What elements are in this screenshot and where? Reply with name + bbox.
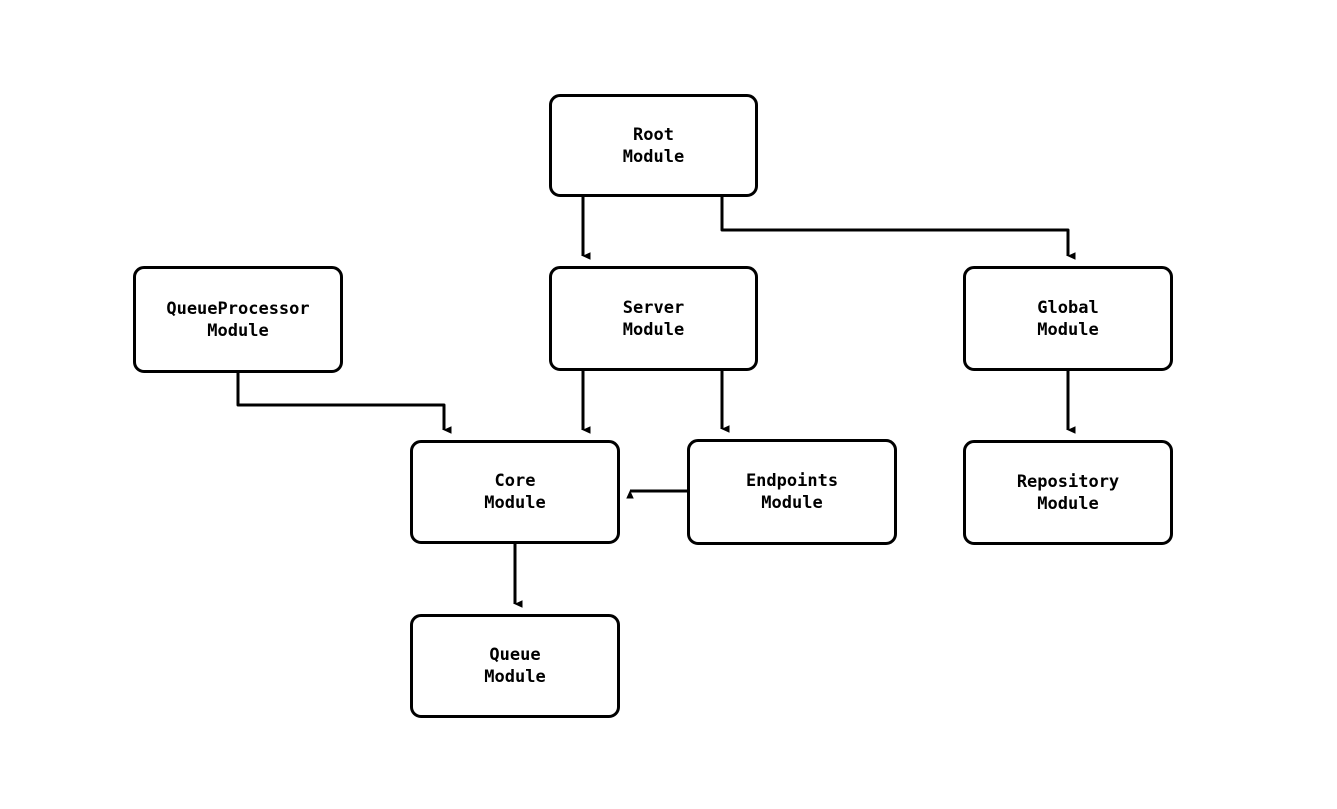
node-core-module-line2: Module bbox=[484, 493, 546, 513]
node-repository-module-line2: Module bbox=[1037, 493, 1099, 514]
node-endpoints-module[interactable]: Endpoints Module bbox=[687, 439, 897, 545]
node-queueprocessor-module[interactable]: QueueProcessor Module bbox=[133, 266, 343, 373]
node-global-module-line2: Module bbox=[1037, 319, 1099, 340]
node-queue-module-line2: Module bbox=[484, 667, 546, 687]
node-queue-module[interactable]: Queue Module bbox=[410, 614, 620, 718]
edge-queueprocessor-to-core bbox=[236, 373, 452, 434]
node-endpoints-module-line1: Endpoints bbox=[745, 471, 839, 491]
node-server-module-line2: Module bbox=[622, 319, 685, 340]
node-global-module[interactable]: Global Module bbox=[963, 266, 1173, 371]
node-server-module-line1: Server bbox=[622, 297, 685, 318]
node-endpoints-module-line2: Module bbox=[761, 493, 823, 513]
edge-root-to-global bbox=[720, 197, 1076, 260]
node-root-module-line1: Root bbox=[633, 124, 674, 145]
node-repository-module[interactable]: Repository Module bbox=[963, 440, 1173, 545]
node-core-module[interactable]: Core Module bbox=[410, 440, 620, 544]
node-repository-module-line1: Repository bbox=[1016, 471, 1120, 492]
node-root-module[interactable]: Root Module bbox=[549, 94, 758, 197]
node-queueprocessor-module-line2: Module bbox=[207, 320, 269, 341]
node-queue-module-line1: Queue bbox=[489, 645, 541, 665]
node-global-module-line1: Global bbox=[1037, 297, 1099, 318]
node-server-module[interactable]: Server Module bbox=[549, 266, 758, 371]
node-root-module-line2: Module bbox=[622, 146, 685, 167]
edges-group bbox=[236, 197, 1076, 608]
node-core-module-line1: Core bbox=[494, 471, 536, 491]
node-queueprocessor-module-line1: QueueProcessor bbox=[166, 298, 310, 319]
